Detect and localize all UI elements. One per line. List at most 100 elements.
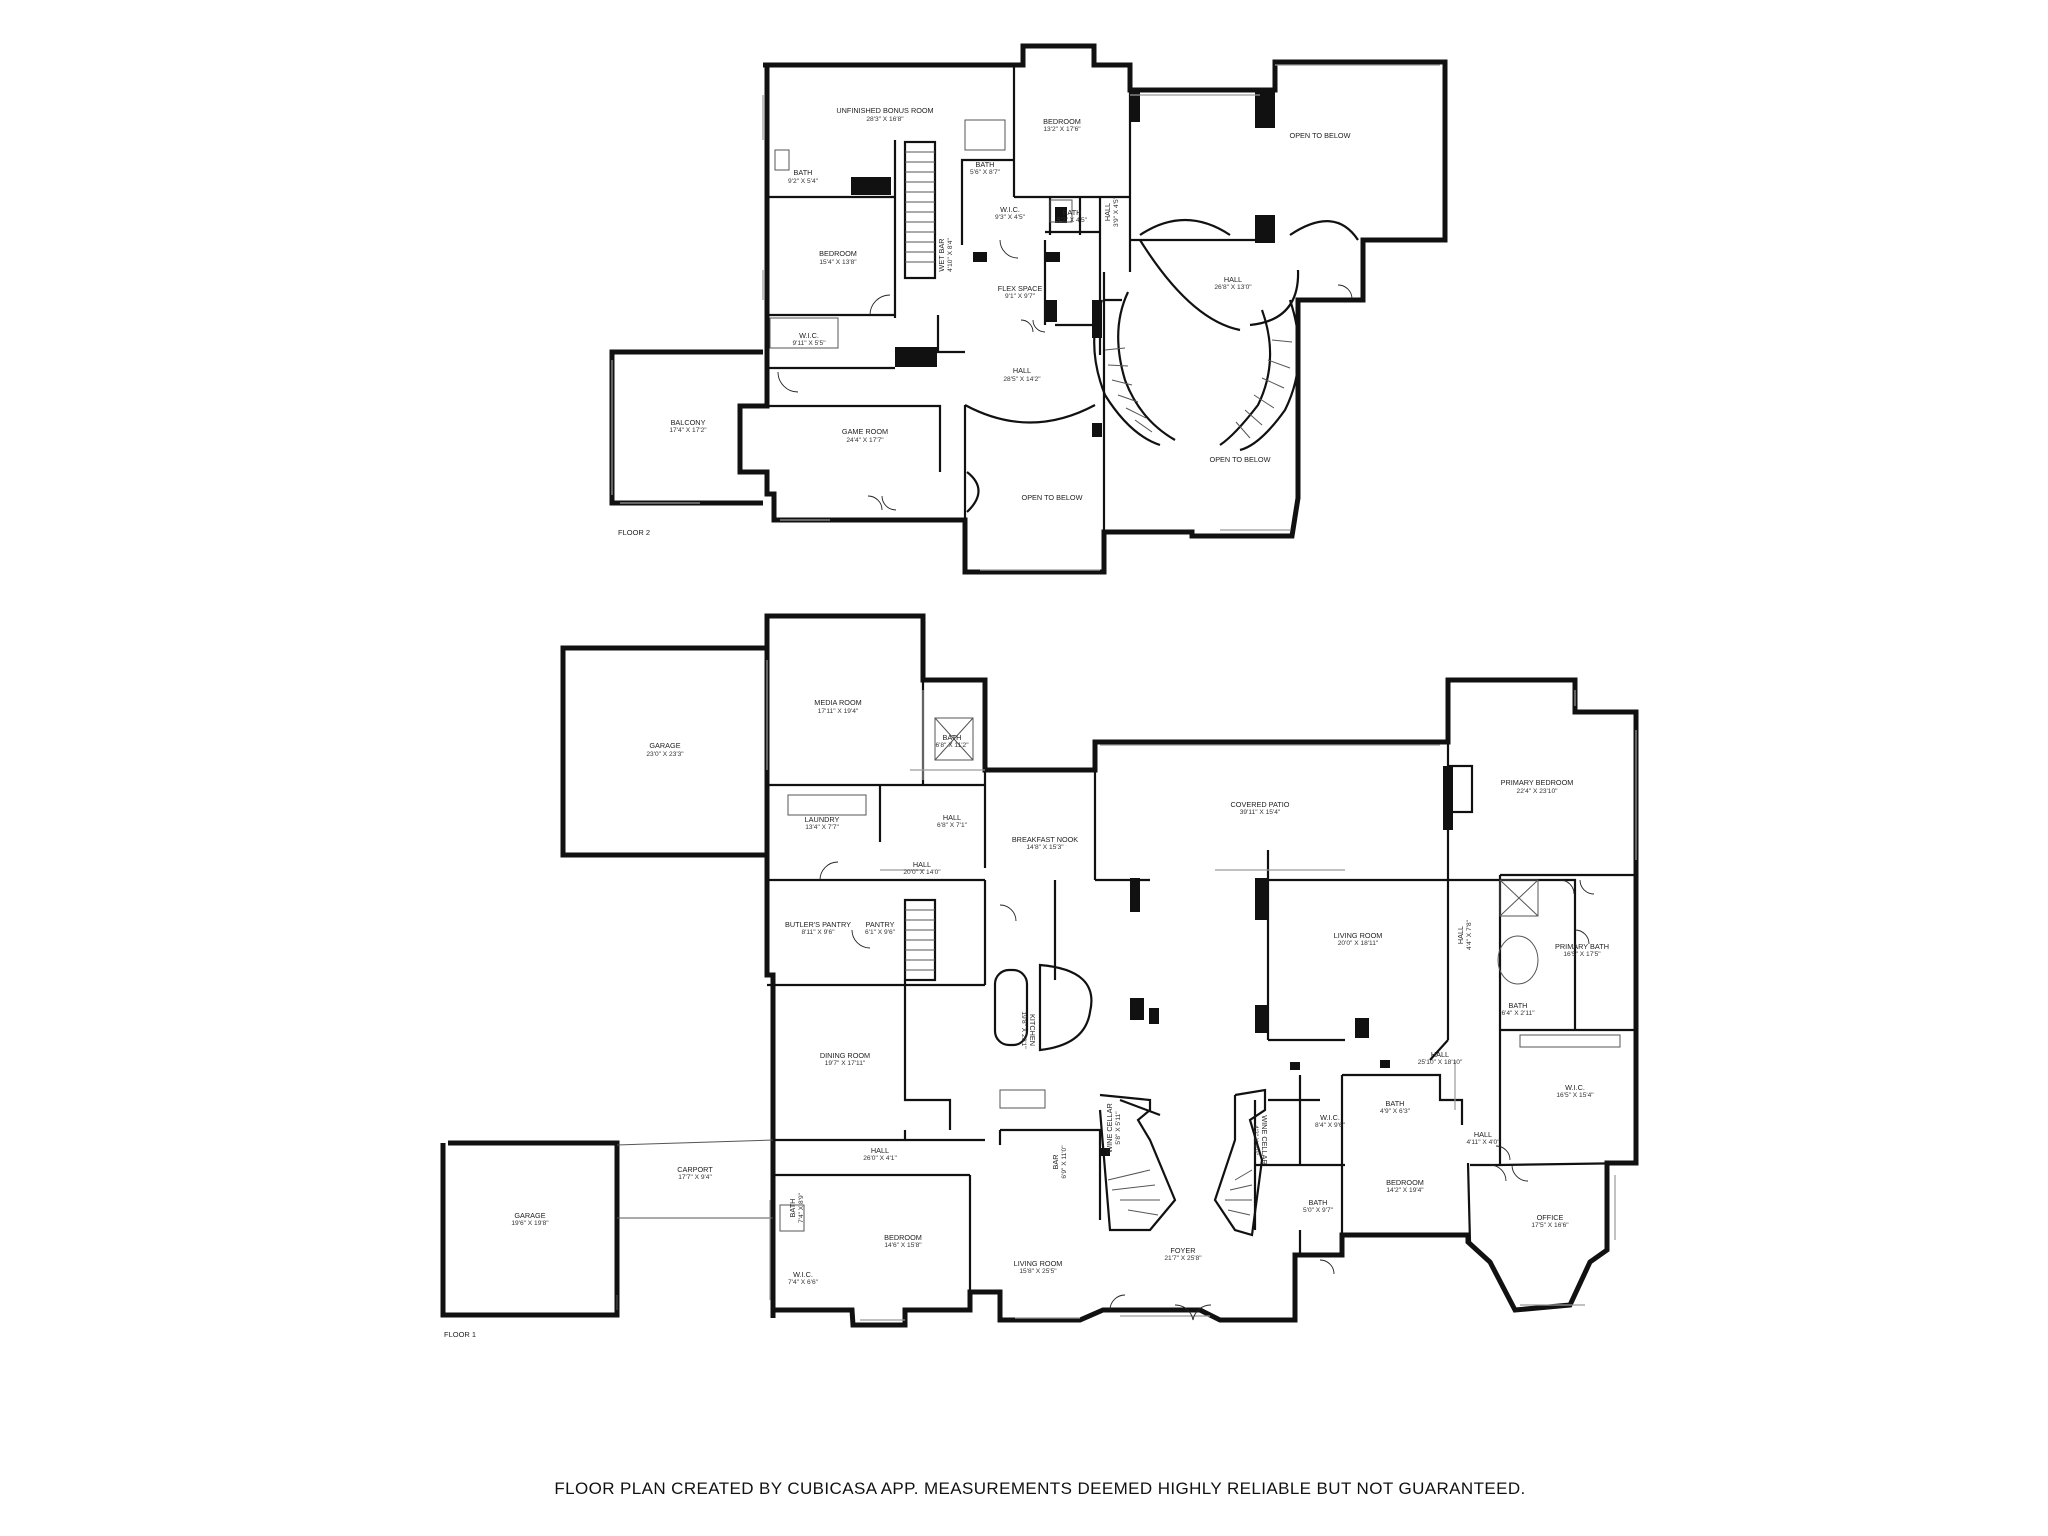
room-size: 6'4" X 2'11" bbox=[1501, 1010, 1535, 1017]
room-size: 14'8" X 15'3" bbox=[1026, 844, 1064, 851]
room-size: 8'4" X 9'6" bbox=[1315, 1122, 1346, 1129]
room-name: W.I.C. bbox=[1565, 1083, 1585, 1092]
room-size: 4'9" X 6'3" bbox=[1380, 1108, 1411, 1115]
room-name: LIVING ROOM bbox=[1014, 1259, 1063, 1268]
room-name: CARPORT bbox=[677, 1165, 713, 1174]
floor1-label: FLOOR 1 bbox=[444, 1330, 476, 1339]
room-size: 39'11" X 15'4" bbox=[1240, 809, 1281, 816]
room-size: 21'7" X 25'8" bbox=[1164, 1255, 1202, 1262]
room-name: OPEN TO BELOW bbox=[1210, 455, 1271, 464]
room-name: HALL bbox=[913, 860, 931, 869]
room-size: 7'4" X 6'6" bbox=[788, 1279, 819, 1286]
room-size: 25'10" X 18'10" bbox=[1418, 1059, 1463, 1066]
room-size: 24'4" X 17'7" bbox=[846, 437, 884, 444]
room-size: 5'2" X 4'5" bbox=[1057, 217, 1088, 224]
room-name: WET BAR bbox=[937, 238, 946, 271]
room-size: 14'6" X 15'8" bbox=[884, 1242, 922, 1249]
room-name: FLEX SPACE bbox=[998, 284, 1043, 293]
room-name: GAME ROOM bbox=[842, 427, 888, 436]
room-name: BATH bbox=[1386, 1099, 1405, 1108]
room-name: HALL bbox=[1474, 1130, 1492, 1139]
floor1-labels: GARAGE 23'0" X 23'3" MEDIA ROOM 17'11" X… bbox=[444, 698, 1609, 1339]
room-size: 9'2" X 5'4" bbox=[788, 178, 819, 185]
floor2-label: FLOOR 2 bbox=[618, 528, 650, 537]
room-name: PANTRY bbox=[866, 920, 895, 929]
room-name: BATH bbox=[788, 1199, 797, 1218]
room-name: BALCONY bbox=[671, 418, 706, 427]
floor1-walls bbox=[440, 613, 1639, 1328]
room-name: BREAKFAST NOOK bbox=[1012, 835, 1078, 844]
room-size: 23'0" X 23'3" bbox=[646, 751, 684, 758]
floor2-walls bbox=[609, 43, 1448, 575]
room-size: 15'4" X 13'8" bbox=[819, 259, 857, 266]
disclaimer-footer: FLOOR PLAN CREATED BY CUBICASA APP. MEAS… bbox=[554, 1479, 1525, 1498]
room-size: 28'3" X 16'8" bbox=[866, 116, 904, 123]
room-name: COVERED PATIO bbox=[1231, 800, 1290, 809]
room-name: OPEN TO BELOW bbox=[1022, 493, 1083, 502]
room-size: 4'11" X 4'0" bbox=[1466, 1139, 1500, 1146]
room-name: LAUNDRY bbox=[805, 815, 840, 824]
room-size: 4'4" X 7'8" bbox=[1466, 919, 1473, 950]
room-name: UNFINISHED BONUS ROOM bbox=[836, 106, 933, 115]
room-name: HALL bbox=[1103, 203, 1112, 221]
room-name: PRIMARY BEDROOM bbox=[1501, 778, 1574, 787]
room-name: BEDROOM bbox=[819, 249, 857, 258]
room-size: 15'8" X 25'5" bbox=[1019, 1268, 1057, 1275]
room-size: 22'4" X 23'10" bbox=[1517, 788, 1559, 795]
room-size: 6'8" X 11'2" bbox=[935, 742, 969, 749]
room-name: HALL bbox=[1224, 275, 1242, 284]
room-name: BATH bbox=[1509, 1001, 1528, 1010]
room-name: BATH bbox=[1063, 208, 1082, 217]
room-name: W.I.C. bbox=[799, 331, 819, 340]
room-size: 9'1" X 9'7" bbox=[1005, 293, 1036, 300]
room-name: HALL bbox=[871, 1146, 889, 1155]
room-name: BEDROOM bbox=[884, 1233, 922, 1242]
room-size: 19'6" X 19'8" bbox=[511, 1220, 549, 1227]
room-name: OPEN TO BELOW bbox=[1290, 131, 1351, 140]
room-name: HALL bbox=[943, 813, 961, 822]
room-size: 9'11" X 5'5" bbox=[792, 340, 826, 347]
room-size: 19'7" X 17'11" bbox=[825, 1060, 866, 1067]
room-name: GARAGE bbox=[514, 1211, 545, 1220]
room-name: DINING ROOM bbox=[820, 1051, 870, 1060]
room-size: 13'4" X 7'7" bbox=[805, 824, 839, 831]
room-size: 17'5" X 16'6" bbox=[1531, 1222, 1569, 1229]
room-size: 16'5" X 17'5" bbox=[1563, 951, 1601, 958]
room-name: OFFICE bbox=[1537, 1213, 1564, 1222]
room-name: HALL bbox=[1456, 926, 1465, 944]
room-name: BEDROOM bbox=[1043, 117, 1081, 126]
room-size: 5'0" X 9'7" bbox=[1303, 1207, 1334, 1214]
room-name: MEDIA ROOM bbox=[814, 698, 861, 707]
room-name: BATH bbox=[943, 733, 962, 742]
room-size: 17'4" X 17'2" bbox=[669, 427, 707, 434]
room-name: W.I.C. bbox=[1320, 1113, 1340, 1122]
room-name: WINE CELLAR bbox=[1105, 1103, 1114, 1152]
room-size: 14'2" X 19'4" bbox=[1386, 1187, 1424, 1194]
room-size: 7'4" X 8'9" bbox=[798, 1192, 805, 1223]
room-size: 26'0" X 4'1" bbox=[863, 1155, 897, 1162]
room-size: 6'9" X 11'0" bbox=[1061, 1145, 1068, 1179]
room-size: 17'11" X 19'4" bbox=[818, 708, 859, 715]
floor2-labels: UNFINISHED BONUS ROOM 28'3" X 16'8" BEDR… bbox=[618, 106, 1351, 537]
room-size: 4'10" X 8'4" bbox=[947, 238, 954, 272]
room-name: GARAGE bbox=[649, 741, 680, 750]
room-name: WINE CELLAR bbox=[1260, 1115, 1269, 1164]
room-size: 13'2" X 17'6" bbox=[1043, 126, 1081, 133]
room-size: 9'3" X 4'5" bbox=[995, 214, 1026, 221]
room-size: 8'11" X 9'6" bbox=[801, 929, 835, 936]
room-name: KITCHEN bbox=[1028, 1014, 1037, 1046]
room-name: W.I.C. bbox=[793, 1270, 813, 1279]
room-size: 4'2" X 9'9" bbox=[1252, 1125, 1259, 1156]
room-size: 20'0" X 14'0" bbox=[903, 869, 941, 876]
room-name: BEDROOM bbox=[1386, 1178, 1424, 1187]
room-size: 6'1" X 9'6" bbox=[865, 929, 896, 936]
room-size: 5'6" X 8'7" bbox=[970, 169, 1001, 176]
room-name: HALL bbox=[1431, 1050, 1449, 1059]
room-name: HALL bbox=[1013, 366, 1031, 375]
room-name: BUTLER'S PANTRY bbox=[785, 920, 851, 929]
room-size: 19'8" X 20'1" bbox=[1020, 1011, 1027, 1049]
room-size: 26'8" X 13'0" bbox=[1214, 284, 1252, 291]
room-size: 6'8" X 7'1" bbox=[937, 822, 968, 829]
room-name: BATH bbox=[976, 160, 995, 169]
